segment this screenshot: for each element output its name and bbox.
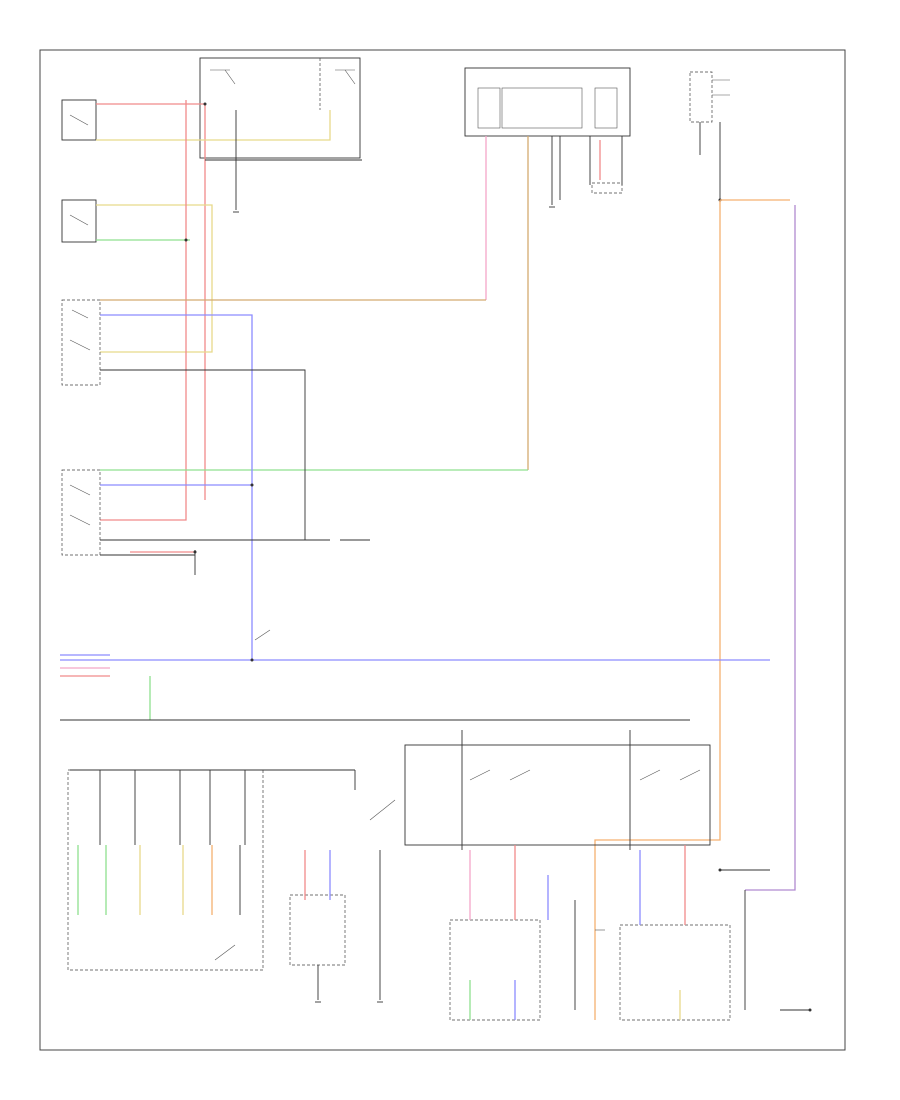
wires-top-left	[96, 100, 362, 521]
relay-box-1	[199, 57, 361, 159]
diagram-frame	[39, 49, 846, 1051]
top-left-relay-group	[61, 57, 361, 243]
top-right-relay	[594, 71, 796, 1020]
wires-top-center	[100, 136, 601, 471]
left-rear-switch	[61, 199, 97, 243]
ground-symbols	[233, 206, 555, 1003]
middle-bus	[60, 629, 770, 721]
bottom-left-motor	[289, 850, 381, 1000]
control-module	[464, 67, 631, 205]
bottom-right-switches	[619, 845, 812, 1021]
control-module-box	[464, 67, 631, 137]
right-rear-switch	[61, 99, 97, 141]
wires-mid-left	[100, 314, 370, 660]
bottom-center-module	[369, 730, 711, 850]
bottom-left-seat	[67, 769, 356, 971]
bottom-center-switches	[449, 845, 605, 1021]
buckle-switches	[61, 299, 101, 556]
